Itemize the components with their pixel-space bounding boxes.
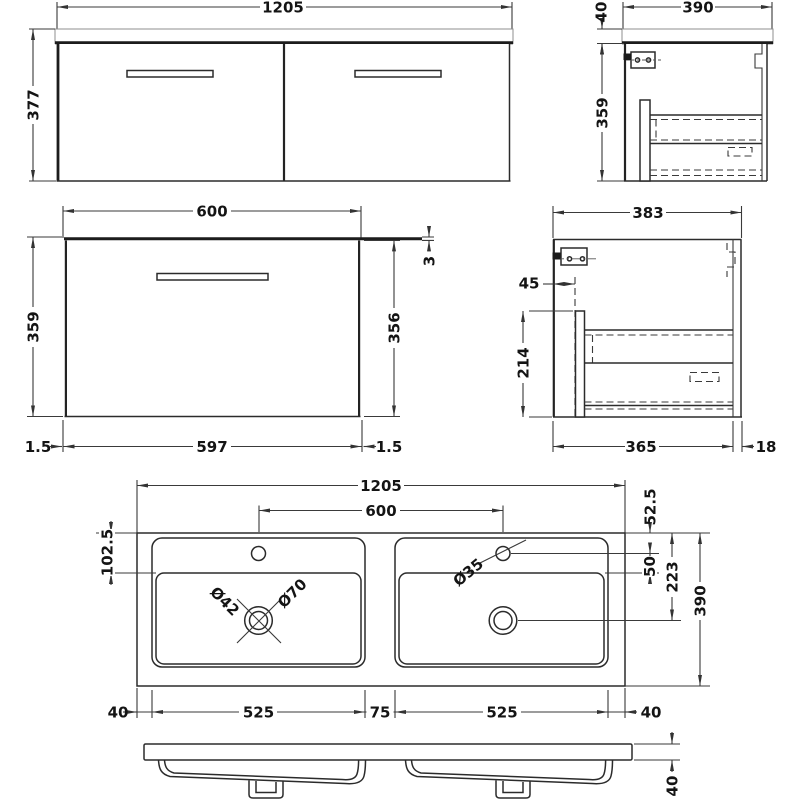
dim-tap-to-bowl: 50 <box>641 556 659 577</box>
basin-profile-view: 40 <box>143 732 682 799</box>
dim-tap-centres: 600 <box>365 502 396 520</box>
unit-side-view: 383 45 214 365 18 <box>515 204 777 456</box>
dim-right-bowl: 525 <box>486 704 517 722</box>
dim-unit-depth: 383 <box>632 204 663 222</box>
dim-plan-width: 1205 <box>360 477 402 495</box>
vanity-side-view: 390 40 359 <box>593 0 774 182</box>
dim-door-height: 356 <box>386 312 404 343</box>
dim-drawer-box-height: 214 <box>515 347 533 378</box>
bracket-clip <box>552 252 561 260</box>
dim-left-margin: 40 <box>108 704 129 722</box>
dim-bowl-gap: 75 <box>370 704 391 722</box>
dim-edge-gap-right: 1.5 <box>376 438 403 456</box>
right-waste-trap <box>495 780 531 799</box>
drawer-handle <box>156 272 269 281</box>
drawer-runner <box>639 99 651 182</box>
bracket-clip <box>623 53 631 60</box>
left-waste-trap <box>248 780 284 799</box>
vanity-front-view: 1205 377 <box>25 0 514 182</box>
dim-worktop-thickness: 40 <box>593 2 611 23</box>
drawer-handle-hidden <box>689 371 720 383</box>
dim-unit-height: 359 <box>25 311 43 342</box>
dim-vanity-width: 1205 <box>262 0 304 17</box>
dim-right-margin: 40 <box>641 704 662 722</box>
waste-leader-cross-icon <box>236 598 282 644</box>
dim-side-depth: 390 <box>682 0 713 17</box>
right-waste-hole <box>493 610 513 631</box>
dim-cabinet-height: 359 <box>594 97 612 128</box>
drawer-handle-hidden <box>727 146 753 157</box>
basin-plan-view: 1205 600 Ø42 Ø70 Ø35 102.5 52.5 50 <box>96 477 710 722</box>
drawer-handle-left <box>126 69 214 78</box>
dim-back-clearance: 45 <box>519 275 540 293</box>
dim-bowl-setback: 102.5 <box>99 529 117 576</box>
basin-edge-profile <box>143 743 633 761</box>
dim-left-bowl: 525 <box>243 704 274 722</box>
dim-vanity-height: 377 <box>25 89 43 120</box>
dim-edge-gap-left: 1.5 <box>25 438 52 456</box>
dim-top-thickness: 3 <box>421 256 439 266</box>
dim-waste-setback: 223 <box>664 561 682 592</box>
wall-hanging-rail <box>754 44 763 181</box>
dim-tap-setback: 52.5 <box>642 488 660 525</box>
dim-door-width: 597 <box>196 438 227 456</box>
dim-edge-height: 40 <box>664 776 682 797</box>
tap-leader-line <box>477 539 527 565</box>
unit-front-view: 600 3 359 356 597 1.5 1.5 <box>25 203 439 457</box>
left-tap-hole <box>250 545 267 562</box>
right-bowl-profile <box>404 759 614 785</box>
hanging-rail-hidden <box>726 243 736 277</box>
dim-unit-width: 600 <box>196 203 227 221</box>
drawer-back-panel <box>574 310 586 418</box>
dim-front-panel: 18 <box>756 438 777 456</box>
drawer-handle-right <box>354 69 442 78</box>
left-bowl-profile <box>157 759 367 785</box>
dim-plan-depth: 390 <box>692 585 710 616</box>
dim-cabinet-depth: 365 <box>625 438 656 456</box>
